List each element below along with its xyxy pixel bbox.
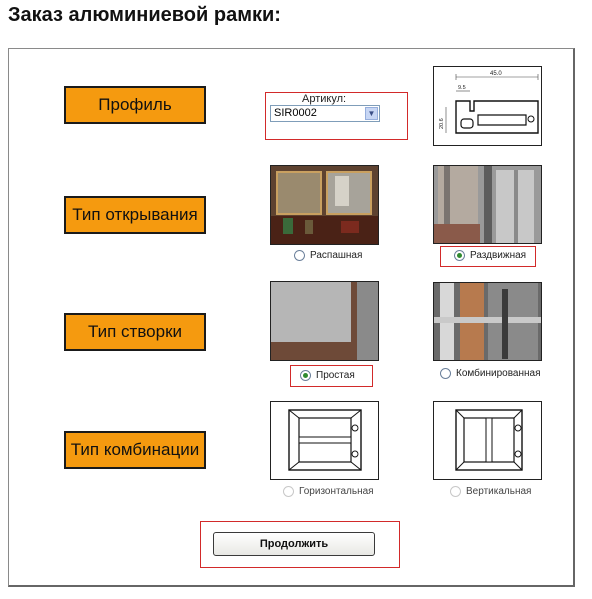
combo-horizontal-radio[interactable] [283, 486, 294, 497]
article-highlight [265, 92, 408, 140]
sliding-door-photo [433, 165, 542, 244]
combination-type-label: Тип комбинации [64, 431, 206, 469]
combo-vertical-option[interactable]: Вертикальная [450, 486, 531, 497]
combo-vertical-radio[interactable] [450, 486, 461, 497]
opening-swing-option[interactable]: Распашная [294, 250, 362, 261]
vertical-combination-drawing [433, 401, 542, 480]
leaf-combined-label: Комбинированная [456, 368, 541, 379]
opening-sliding-label: Раздвижная [470, 250, 527, 261]
simple-leaf-photo [270, 281, 379, 361]
profile-section-drawing: 45.0 9.5 20.6 [439, 71, 539, 134]
dim-side-text: 20.6 [439, 118, 445, 129]
article-select[interactable]: SIR0002 ▼ [270, 105, 380, 122]
opening-type-label: Тип открывания [64, 196, 206, 234]
article-select-value: SIR0002 [274, 107, 317, 119]
opening-swing-label: Распашная [310, 250, 363, 261]
leaf-simple-label: Простая [316, 370, 355, 381]
swing-door-photo [270, 165, 379, 245]
leaf-combined-option[interactable]: Комбинированная [440, 368, 540, 379]
opening-sliding-highlight [440, 246, 536, 267]
continue-button[interactable]: Продолжить [213, 532, 375, 556]
leaf-simple-option[interactable]: Простая [300, 370, 355, 381]
leaf-simple-highlight [290, 365, 373, 387]
opening-sliding-option[interactable]: Раздвижная [454, 250, 526, 261]
leaf-simple-radio[interactable] [300, 370, 311, 381]
combined-leaf-photo [433, 282, 542, 361]
dim-top-text: 45.0 [490, 71, 502, 77]
leaf-combined-radio[interactable] [440, 368, 451, 379]
submit-highlight [200, 521, 400, 568]
opening-swing-radio[interactable] [294, 250, 305, 261]
page-title: Заказ алюминиевой рамки: [8, 4, 281, 26]
profile-label: Профиль [64, 86, 206, 124]
leaf-type-label: Тип створки [64, 313, 206, 351]
opening-sliding-radio[interactable] [454, 250, 465, 261]
combo-horizontal-label: Горизонтальная [299, 486, 374, 497]
horizontal-combination-drawing [270, 401, 379, 480]
combo-vertical-label: Вертикальная [466, 486, 532, 497]
dim-inner-text: 9.5 [458, 85, 466, 91]
article-label: Артикул: [302, 93, 347, 105]
profile-drawing: 45.0 9.5 20.6 [433, 66, 542, 146]
chevron-down-icon[interactable]: ▼ [365, 107, 378, 120]
combo-horizontal-option[interactable]: Горизонтальная [283, 486, 374, 497]
